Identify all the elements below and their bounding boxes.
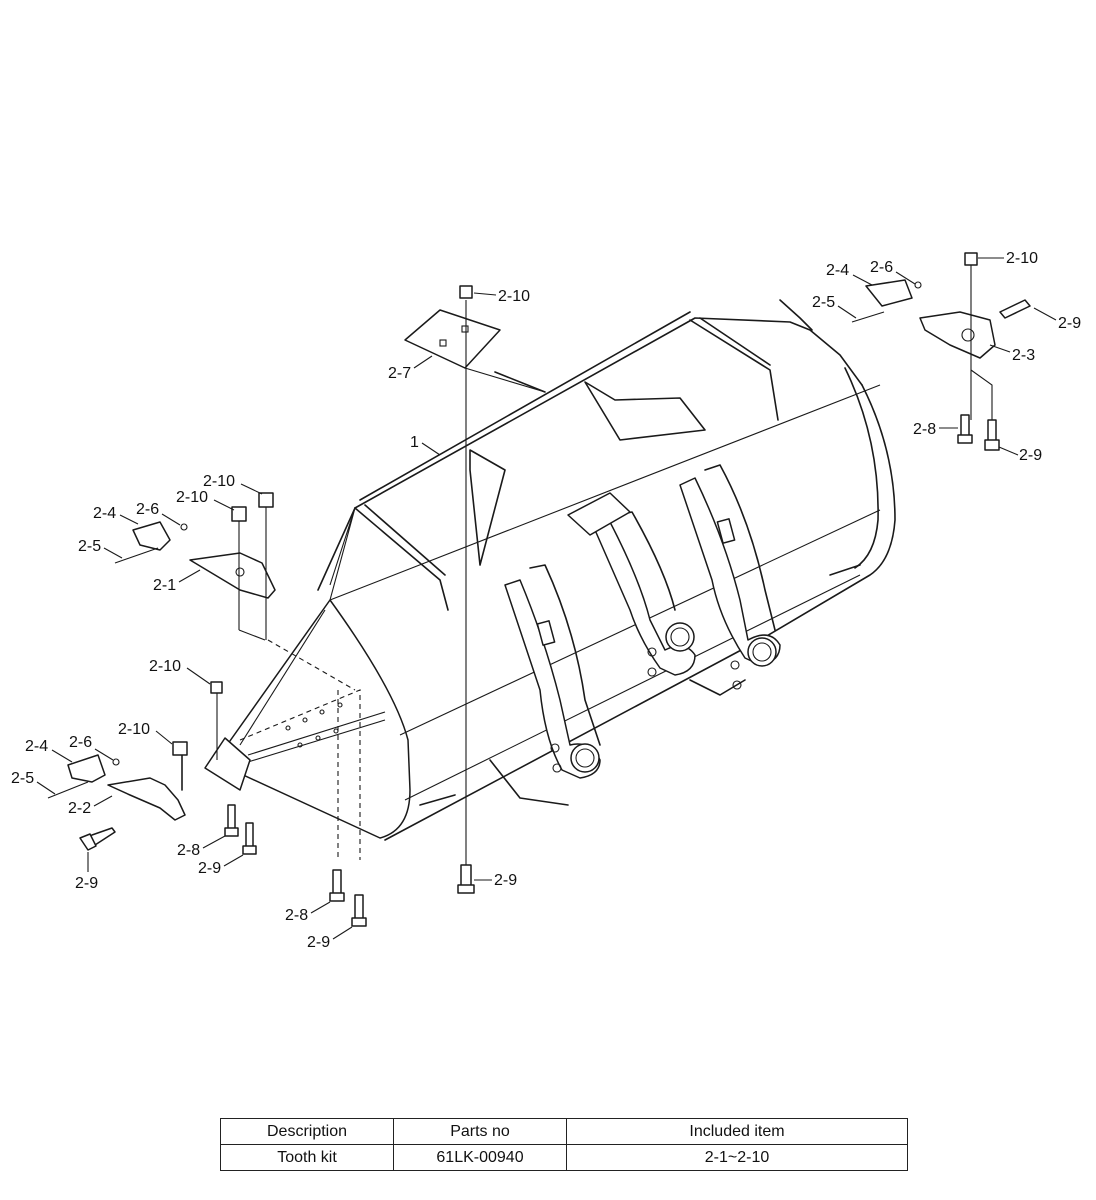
callout-2-3: 2-3 (1012, 347, 1035, 364)
callout-2-10-r: 2-10 (1006, 250, 1038, 267)
callout-2-2: 2-2 (68, 800, 91, 817)
cell-description: Tooth kit (220, 1144, 394, 1171)
callout-2-4-ll: 2-4 (25, 738, 48, 755)
parts-table: Description Parts no Included item Tooth… (220, 1118, 908, 1171)
callout-1: 1 (410, 434, 419, 451)
cell-included-item: 2-1~2-10 (566, 1144, 908, 1171)
callout-2-10-ll-b: 2-10 (118, 721, 150, 738)
cell-parts-no: 61LK-00940 (393, 1144, 567, 1171)
callout-2-9-r-a: 2-9 (1058, 315, 1081, 332)
callout-2-5-r: 2-5 (812, 294, 835, 311)
callout-2-9-r-b: 2-9 (1019, 447, 1042, 464)
callout-2-9-ll-a: 2-9 (75, 875, 98, 892)
bucket-body (214, 299, 896, 841)
callout-2-9-ll-c: 2-9 (307, 934, 330, 951)
callout-2-10-ll-a: 2-10 (149, 658, 181, 675)
callout-2-6-r: 2-6 (870, 259, 893, 276)
column-header-description: Description (220, 1118, 394, 1145)
callout-2-7: 2-7 (388, 365, 411, 382)
callout-2-9-ll-b: 2-9 (198, 860, 221, 877)
column-header-parts-no: Parts no (393, 1118, 567, 1145)
callout-2-1: 2-1 (153, 577, 176, 594)
parts-table-header-row: Description Parts no Included item (220, 1118, 908, 1145)
column-header-included-item: Included item (566, 1118, 908, 1145)
tooth-assembly-upper-left (114, 492, 276, 641)
tooth-assembly-right (851, 252, 1031, 451)
callout-2-4-r: 2-4 (826, 262, 849, 279)
edge-holes (239, 639, 386, 860)
callout-2-10-center: 2-10 (498, 288, 530, 305)
callout-2-6-ul: 2-6 (136, 501, 159, 518)
link-brackets (504, 464, 781, 779)
callout-2-8-r: 2-8 (913, 421, 936, 438)
wear-plate (404, 285, 546, 894)
callout-labels: 1 2-10 2-7 2-9 2-10 2-10 2-4 2-6 2-5 2-1… (11, 250, 1081, 951)
tooth-assembly-lower-left (47, 681, 367, 927)
table-row: Tooth kit 61LK-00940 2-1~2-10 (220, 1144, 908, 1171)
callout-2-10-ul-a: 2-10 (203, 473, 235, 490)
callout-2-6-ll: 2-6 (69, 734, 92, 751)
callout-2-5-ll: 2-5 (11, 770, 34, 787)
callout-2-4-ul: 2-4 (93, 505, 116, 522)
callout-2-10-ul-b: 2-10 (176, 489, 208, 506)
callout-2-8-ll-b: 2-8 (285, 907, 308, 924)
callout-2-5-ul: 2-5 (78, 538, 101, 555)
callout-2-9-center: 2-9 (494, 872, 517, 889)
callout-2-8-ll-a: 2-8 (177, 842, 200, 859)
